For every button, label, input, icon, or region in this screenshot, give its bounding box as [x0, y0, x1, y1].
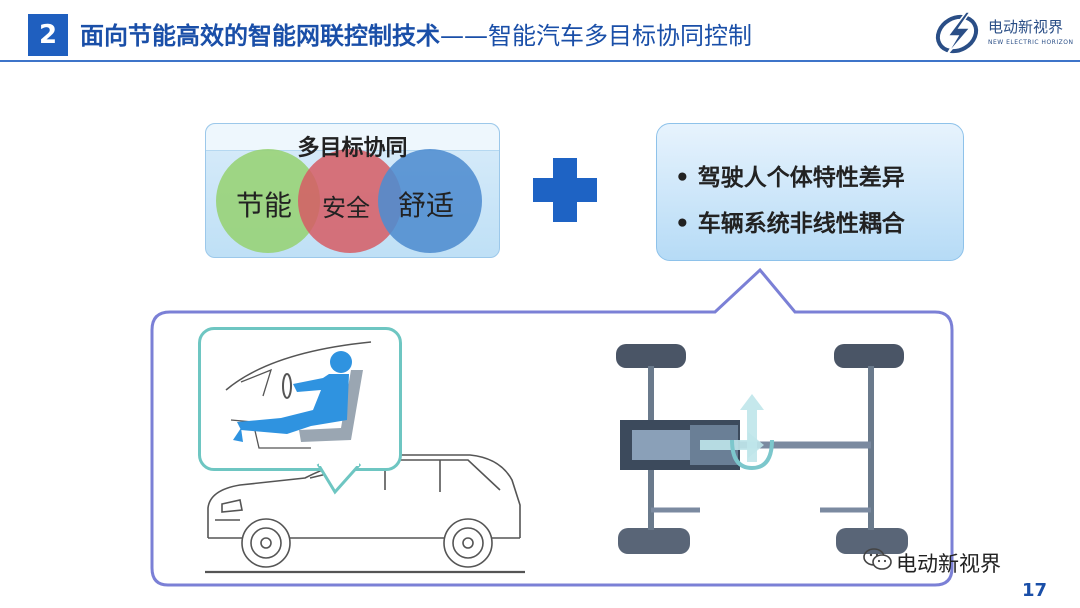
brand-logo: 电动新视界 NEW ELECTRIC HORIZON [930, 8, 1074, 58]
title-sub: 智能汽车多目标协同控制 [488, 22, 752, 50]
venn-label-comfort: 舒适 [398, 189, 455, 222]
car-illustration [205, 454, 525, 574]
factor-nonlinear-coupling: • 车辆系统非线性耦合 [675, 211, 905, 237]
factor-driver-variation: • 驾驶人个体特性差异 [675, 165, 905, 191]
venn-title: 多目标协同 [297, 136, 408, 161]
logo-text-en: NEW ELECTRIC HORIZON [988, 39, 1074, 46]
section-number-badge: 2 [28, 14, 68, 56]
factors-box: • 驾驶人个体特性差异 • 车辆系统非线性耦合 [656, 123, 964, 261]
header-divider [0, 60, 1080, 62]
venn-circle-comfort [378, 149, 482, 253]
venn-label-safety: 安全 [322, 194, 370, 222]
page-number: 17 [1022, 580, 1048, 601]
driver-callout-bubble [198, 327, 402, 471]
multi-objective-venn-panel: 多目标协同 节能 安全 舒适 [205, 123, 500, 258]
driver-seat-illustration [225, 341, 372, 449]
watermark-text: 电动新视界 [896, 552, 1001, 576]
page-title: 面向节能高效的智能网联控制技术——智能汽车多目标协同控制 [80, 16, 752, 56]
lightning-globe-logo-icon [935, 11, 979, 57]
title-separator: —— [440, 22, 488, 50]
venn-label-energy: 节能 [236, 189, 293, 222]
title-main: 面向节能高效的智能网联控制技术 [80, 22, 440, 50]
logo-text-cn: 电动新视界 [988, 18, 1064, 36]
wechat-icon [863, 548, 892, 570]
